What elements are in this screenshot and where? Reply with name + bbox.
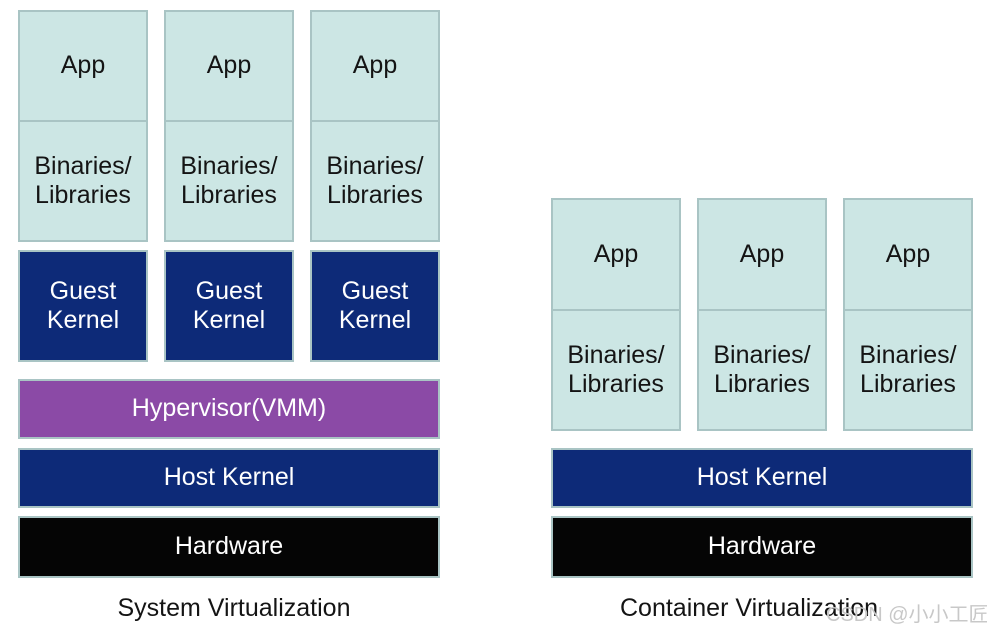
- ctr-stack2-libraries-block: Binaries/ Libraries: [697, 309, 827, 431]
- system-virtualization-caption: System Virtualization: [117, 594, 351, 622]
- sys-stack3-libraries-block: Binaries/ Libraries: [310, 120, 440, 242]
- sys-hardware-layer: Hardware: [18, 516, 440, 578]
- sys-hypervisor-layer: Hypervisor(VMM): [18, 379, 440, 439]
- ctr-stack3-libraries-block: Binaries/ Libraries: [843, 309, 973, 431]
- csdn-watermark: CSDN @小小工匠: [826, 604, 987, 626]
- sys-stack1-app-block: App: [18, 10, 148, 122]
- ctr-hardware-layer: Hardware: [551, 516, 973, 578]
- ctr-stack1-libraries-block: Binaries/ Libraries: [551, 309, 681, 431]
- sys-stack3-app-block: App: [310, 10, 440, 122]
- sys-stack2-guest-kernel-block: Guest Kernel: [164, 250, 294, 362]
- container-virtualization-caption: Container Virtualization: [620, 594, 879, 622]
- ctr-stack2-app-block: App: [697, 198, 827, 311]
- ctr-stack3-app-block: App: [843, 198, 973, 311]
- sys-stack1-guest-kernel-block: Guest Kernel: [18, 250, 148, 362]
- ctr-stack1-app-block: App: [551, 198, 681, 311]
- sys-stack1-libraries-block: Binaries/ Libraries: [18, 120, 148, 242]
- ctr-host-kernel-layer: Host Kernel: [551, 448, 973, 508]
- sys-stack2-libraries-block: Binaries/ Libraries: [164, 120, 294, 242]
- sys-stack3-guest-kernel-block: Guest Kernel: [310, 250, 440, 362]
- sys-stack2-app-block: App: [164, 10, 294, 122]
- sys-host-kernel-layer: Host Kernel: [18, 448, 440, 508]
